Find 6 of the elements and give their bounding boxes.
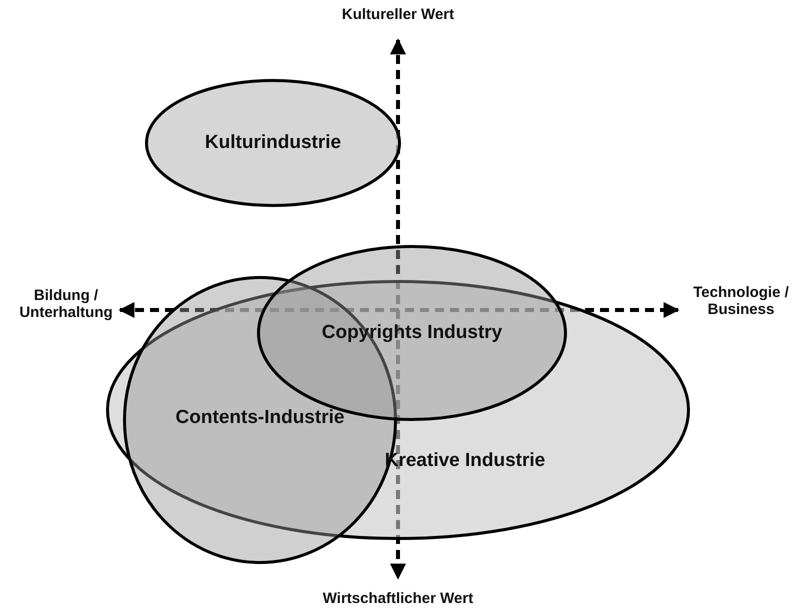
axis-label: Kultureller Wert (340, 6, 456, 23)
axis-label: Bildung / Unterhaltung (18, 287, 114, 321)
ellipse-label: Kulturindustrie (204, 132, 342, 154)
axis-label: Technologie / Business (692, 284, 790, 318)
ellipse-label: Contents-Industrie (176, 407, 344, 429)
axis-label: Wirtschaftlicher Wert (322, 590, 474, 607)
